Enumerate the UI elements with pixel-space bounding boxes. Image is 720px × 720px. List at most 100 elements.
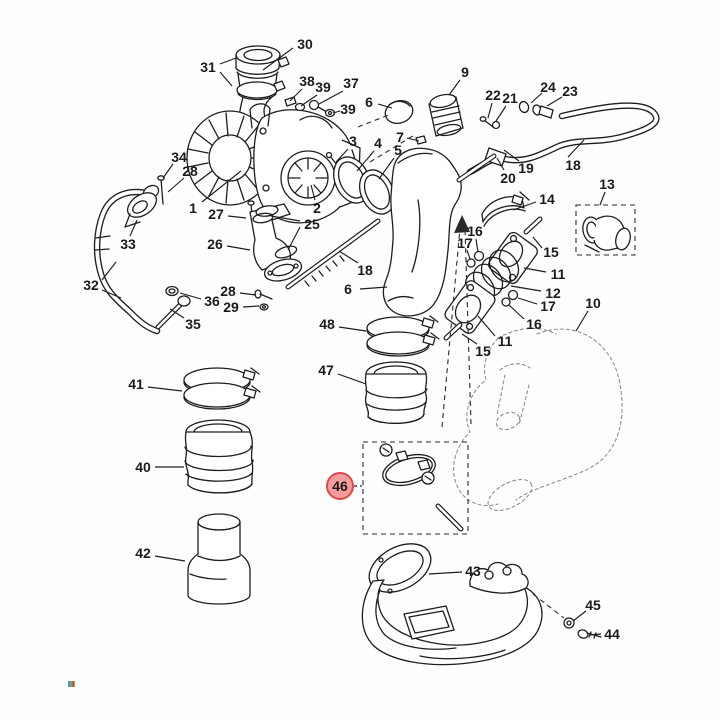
callout-leader-4 <box>356 150 375 172</box>
callout-label-33-27: 33 <box>120 236 136 252</box>
callout-label-2-21: 2 <box>313 200 321 216</box>
s-curve-hose <box>453 327 623 512</box>
callout-leader-23 <box>546 96 563 107</box>
callout-leader-38 <box>289 88 303 102</box>
callout-leader-17 <box>466 249 471 260</box>
callout-leader-25 <box>287 226 301 251</box>
callout-leader-18 <box>567 139 585 158</box>
callout-leader-24 <box>530 92 543 104</box>
callout-label-43-51: 43 <box>465 563 481 579</box>
ribbed-hose-upper <box>364 361 428 425</box>
callout-leader-22 <box>487 102 493 119</box>
callout-leader-20 <box>496 157 505 171</box>
callout-label-39-5: 39 <box>340 101 356 117</box>
callout-leader-31 <box>219 71 233 87</box>
callout-label-16-44: 16 <box>526 316 542 332</box>
corner-mark-stripe <box>68 681 71 687</box>
callout-leader-9 <box>448 79 461 96</box>
highlight-circle <box>326 472 354 500</box>
callout-label-12-42: 12 <box>545 285 561 301</box>
callout-label-11-41: 11 <box>551 266 566 282</box>
callout-label-30-0: 30 <box>297 36 313 52</box>
callout-leader-28 <box>167 177 185 193</box>
corner-mark-stripe <box>70 681 73 687</box>
callout-leader-39 <box>300 94 318 107</box>
callout-leader-6 <box>359 286 388 290</box>
callout-label-21-9: 21 <box>502 90 518 106</box>
callout-leader-11 <box>523 267 547 273</box>
callout-leader-48 <box>338 326 367 332</box>
callout-leader-7 <box>406 137 420 142</box>
callout-label-34-22: 34 <box>171 149 187 165</box>
callout-leader-15 <box>532 236 543 249</box>
callout-label-29-31: 29 <box>223 299 239 315</box>
callout-label-31-1: 31 <box>200 59 216 75</box>
callout-leader-32 <box>101 289 122 299</box>
callout-leader-42 <box>154 555 186 562</box>
oil-supply-line <box>456 100 660 183</box>
callout-leader-30 <box>262 47 294 71</box>
callout-leader-31 <box>219 57 237 65</box>
callout-label-48-35: 48 <box>319 316 335 332</box>
callout-leader-12 <box>510 285 542 292</box>
callout-label-6-34: 6 <box>344 281 352 297</box>
callout-label-39-3: 39 <box>315 79 331 95</box>
corner-color-mark <box>68 681 75 687</box>
callout-leader-5 <box>378 157 395 180</box>
callout-label-42-50: 42 <box>135 545 151 561</box>
vband-and-oring <box>325 151 396 215</box>
callout-label-28-30: 28 <box>220 283 236 299</box>
callout-leader-16 <box>475 238 479 253</box>
callout-label-14-37: 14 <box>539 191 555 207</box>
callout-leader-27 <box>227 215 247 219</box>
long-stud <box>285 218 381 290</box>
callout-leader-35 <box>169 308 185 319</box>
ribbed-hose-left <box>184 419 254 494</box>
callout-label-36-29: 36 <box>204 293 220 309</box>
bolt-and-washer <box>254 289 273 311</box>
callout-leader-21 <box>495 105 507 122</box>
callout-leader-11 <box>477 315 496 337</box>
callout-leader-1 <box>201 170 242 203</box>
turbocharger-assembly <box>186 103 361 224</box>
clamp-kit-boxed <box>362 441 469 535</box>
callout-label-6-6: 6 <box>365 94 373 110</box>
callout-label-17-43: 17 <box>540 298 556 314</box>
callout-leader-3 <box>335 148 349 163</box>
callout-label-4-18: 4 <box>374 135 382 151</box>
callout-leader-19 <box>503 149 520 162</box>
callout-label-19-13: 19 <box>518 160 534 176</box>
callout-leader-41 <box>147 386 183 392</box>
callout-label-26-26: 26 <box>207 236 223 252</box>
callout-label-37-4: 37 <box>343 75 359 91</box>
threaded-plug <box>428 93 464 137</box>
callout-leader-14 <box>512 201 537 211</box>
callout-label-3-17: 3 <box>349 133 357 149</box>
hose-clamp-upper <box>366 315 440 357</box>
reducer-hose <box>187 513 251 605</box>
callout-label-32-28: 32 <box>83 277 99 293</box>
callout-label-23-11: 23 <box>562 83 578 99</box>
callout-leader-43 <box>428 571 463 575</box>
callout-leader-34 <box>162 163 174 179</box>
callout-label-22-8: 22 <box>485 87 501 103</box>
callout-leader-37 <box>318 90 344 105</box>
callout-label-11-45: 11 <box>498 333 513 349</box>
corner-mark-stripe <box>72 681 75 687</box>
callout-leader-17 <box>517 297 538 305</box>
callout-label-38-2: 38 <box>299 73 315 89</box>
callout-leader-45 <box>572 610 587 622</box>
callout-leader-44 <box>589 633 602 636</box>
small-clip <box>415 135 427 145</box>
callout-leader-29 <box>242 305 260 308</box>
assembly-arrow <box>441 215 472 428</box>
callout-label-45-52: 45 <box>585 597 601 613</box>
callout-label-7-16: 7 <box>396 129 404 145</box>
callout-label-5-19: 5 <box>394 142 402 158</box>
hose-clamp-left <box>183 367 261 410</box>
callout-leader-26 <box>226 245 251 251</box>
callout-leader-18 <box>338 250 359 264</box>
callout-leader-10 <box>575 310 589 332</box>
